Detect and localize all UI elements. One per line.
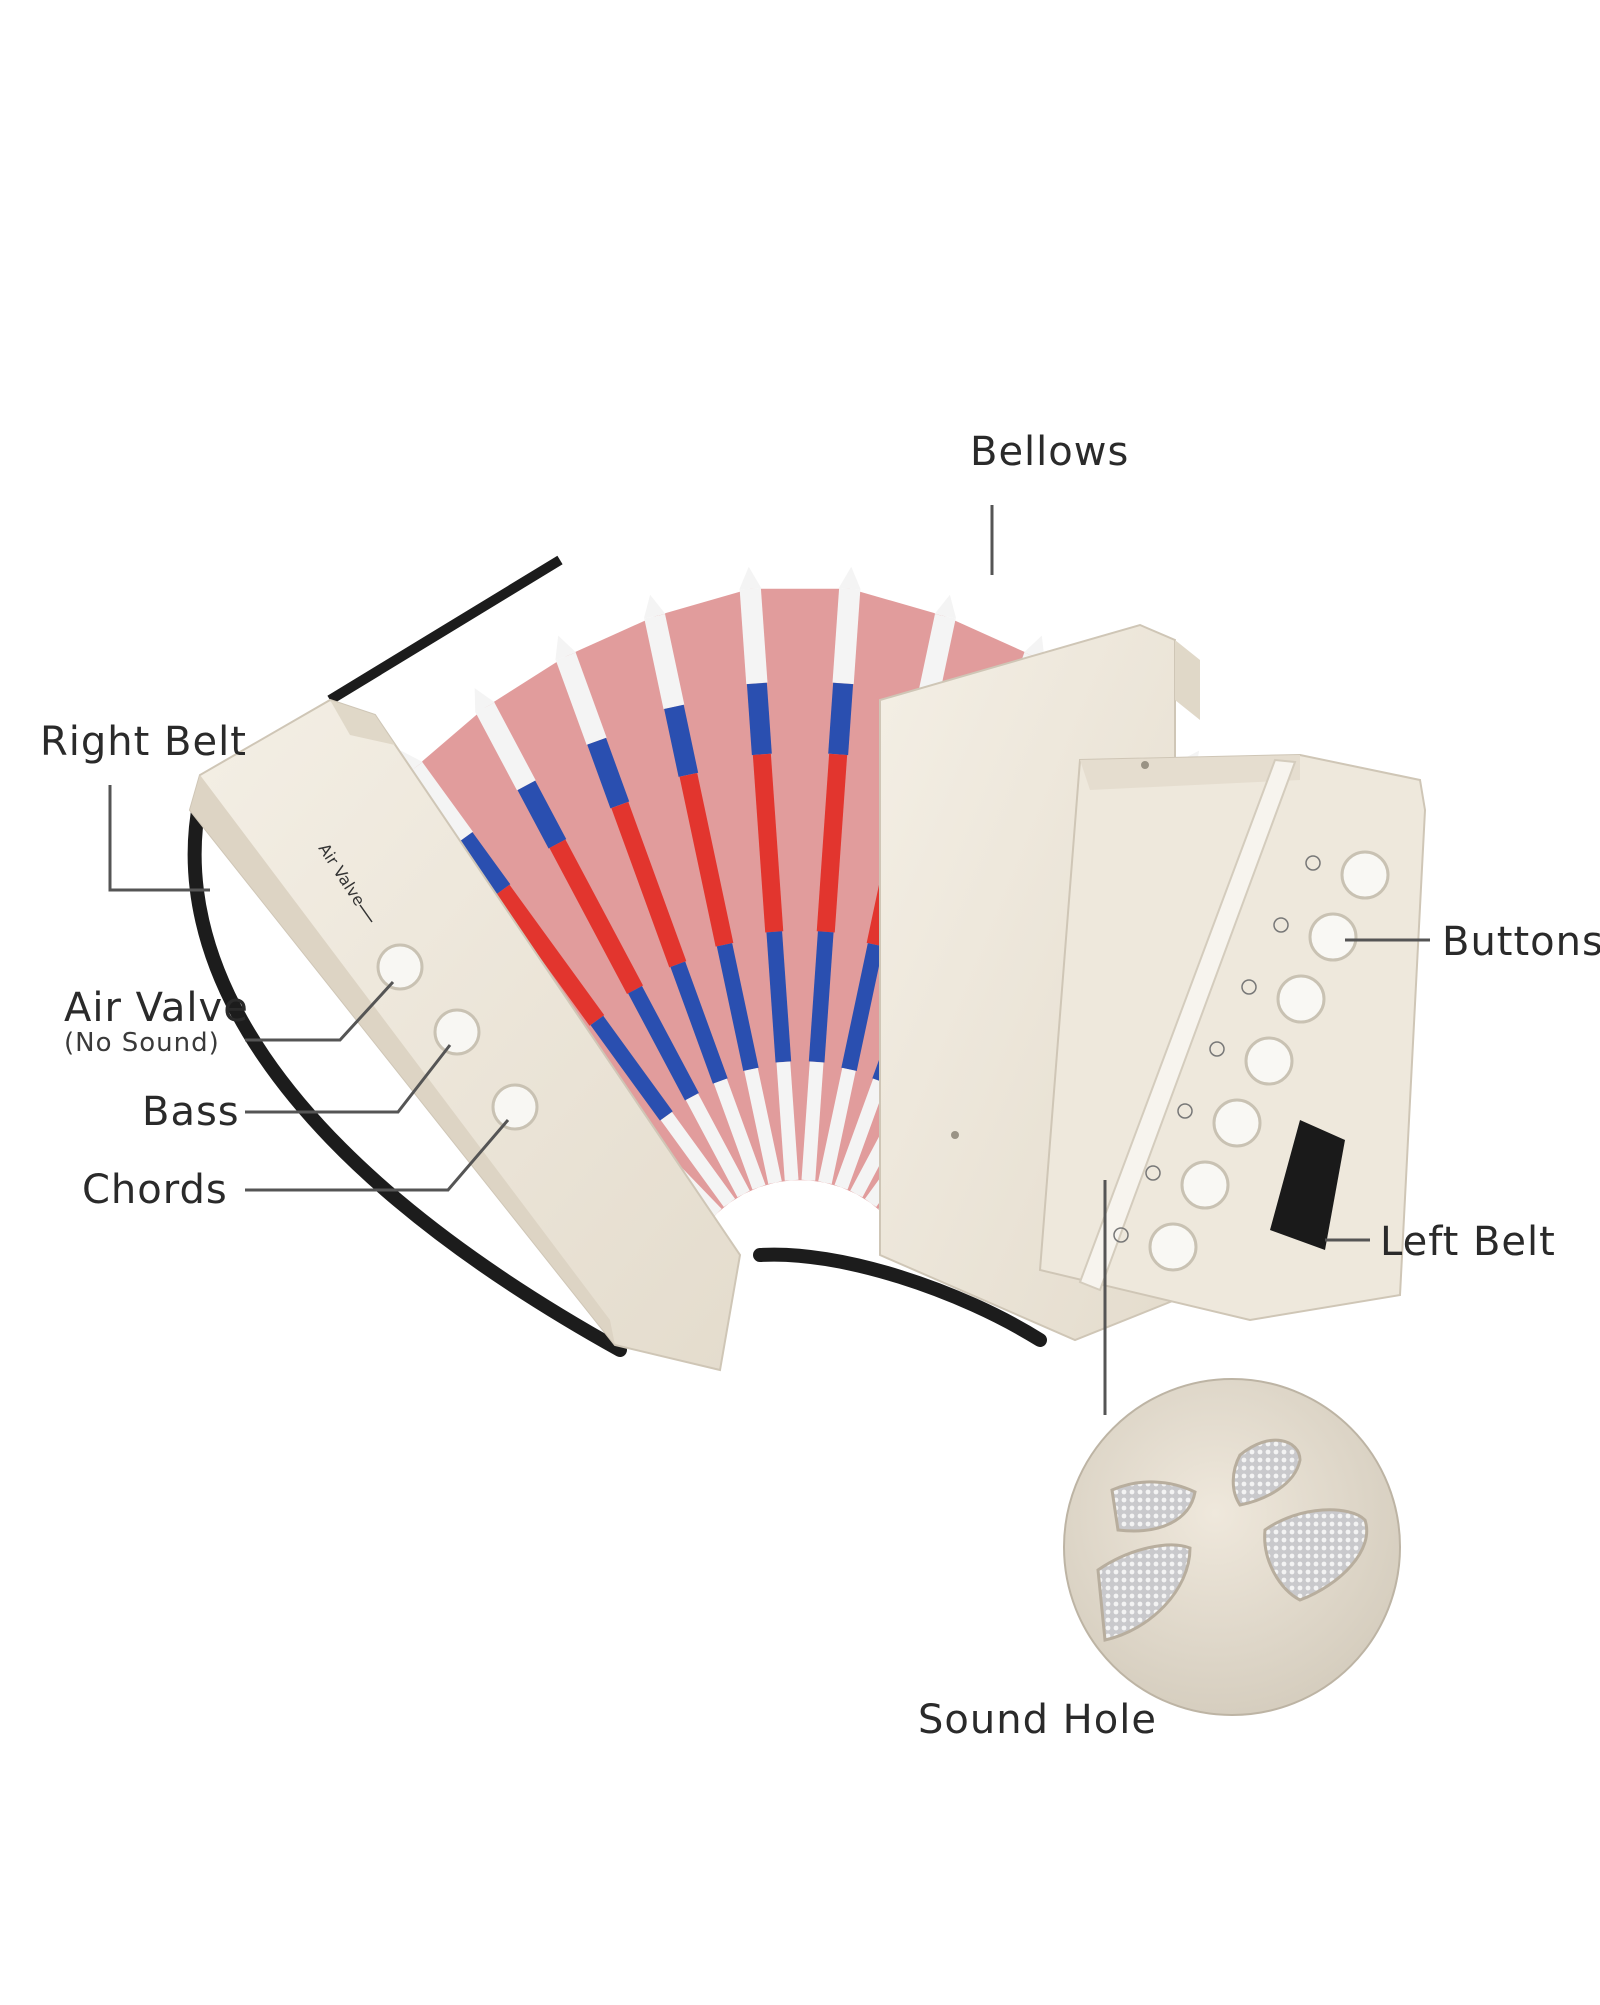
bellows-rib-segment — [739, 587, 768, 685]
treble-button — [1340, 850, 1390, 900]
bellows-rib-segment — [713, 1078, 766, 1190]
treble-button — [1308, 912, 1358, 962]
button-symbol — [1273, 917, 1289, 933]
bellows-rib-segment — [628, 986, 699, 1101]
label-chords: Chords — [82, 1167, 228, 1213]
bellows-tip — [739, 566, 762, 590]
bellows-rib-segment — [587, 737, 630, 809]
button-symbol — [1177, 1103, 1193, 1119]
bellows-tip — [934, 594, 957, 619]
bellows-rib-segment — [611, 801, 687, 968]
bellows-tip — [555, 635, 577, 661]
bellows-tip — [474, 688, 495, 713]
bellows-rib-segment — [841, 943, 884, 1071]
bellows-rib-segment — [832, 587, 861, 685]
bellows-panel — [565, 616, 776, 1188]
right-belt-leader — [108, 785, 210, 892]
label-sound-hole: Sound Hole — [918, 1697, 1157, 1743]
button-symbol — [1305, 855, 1321, 871]
air-valve-leader — [245, 980, 395, 1042]
bellows-rib-segment — [475, 702, 536, 791]
bellows-rib-segment — [664, 704, 699, 777]
button-symbol — [1145, 1165, 1161, 1181]
bellows-rib-segment — [818, 1067, 856, 1185]
bellows-rib-segment — [816, 753, 848, 933]
treble-button — [1148, 1222, 1198, 1272]
bellows-rib-segment — [685, 1093, 750, 1198]
bellows-rib-segment — [828, 682, 854, 756]
treble-button — [1276, 974, 1326, 1024]
bellows-rib-segment — [716, 943, 759, 1071]
bellows-rib-segment — [405, 762, 473, 845]
bellows-rib-segment — [555, 652, 607, 745]
bellows-tip — [643, 594, 666, 619]
chords-button — [491, 1083, 539, 1131]
bellows-panel — [750, 588, 850, 1181]
bellows-rib-segment — [670, 961, 728, 1084]
bellows-rib-segment — [746, 682, 772, 756]
bellows-rib-segment — [517, 780, 567, 849]
button-symbol — [1113, 1227, 1129, 1243]
bellows-rib-segment — [456, 832, 511, 897]
bellows-rib-segment — [549, 839, 644, 994]
label-air-valve: Air Valve — [64, 985, 249, 1031]
button-symbol — [1209, 1041, 1225, 1057]
bellows-rib-segment — [644, 614, 685, 710]
bass-button — [433, 1008, 481, 1056]
bottom-strap — [753, 1247, 1047, 1347]
bellows-rib-segment — [679, 772, 734, 947]
bellows-tip — [838, 566, 861, 590]
sound-hole-detail — [1063, 1378, 1401, 1716]
bellows-rib-segment — [752, 753, 784, 933]
top-strap — [327, 555, 563, 705]
bellows-panel — [484, 656, 759, 1195]
bellows-rib-segment — [590, 1015, 673, 1121]
bellows-panel — [413, 707, 744, 1203]
right-belt-strap — [187, 793, 627, 1357]
bellows-rib-segment — [808, 931, 834, 1063]
air-valve-button — [376, 943, 424, 991]
treble-button — [1244, 1036, 1294, 1086]
bellows-rib-segment — [744, 1067, 782, 1185]
label-air-valve-note: (No Sound) — [64, 1028, 220, 1058]
bellows-rib-segment — [915, 614, 956, 710]
bellows-rib-segment — [766, 931, 792, 1063]
label-bass: Bass — [142, 1089, 240, 1135]
bellows-rib-segment — [801, 1061, 824, 1181]
treble-button — [1212, 1098, 1262, 1148]
treble-buttons — [1113, 850, 1390, 1272]
label-bellows: Bellows — [970, 429, 1130, 475]
bellows-rib-segment — [834, 1078, 887, 1190]
bellows-rib-segment — [660, 1111, 736, 1208]
bellows-rib-segment — [494, 884, 605, 1026]
bass-leader — [245, 1044, 452, 1114]
button-symbol — [1241, 979, 1257, 995]
leader-lines — [108, 505, 1430, 1415]
label-right-belt: Right Belt — [40, 719, 247, 765]
label-left-belt: Left Belt — [1380, 1219, 1556, 1265]
bellows-rib-segment — [776, 1061, 799, 1181]
label-buttons: Buttons — [1442, 919, 1600, 965]
bass-buttons — [376, 943, 539, 1131]
chords-leader — [245, 1119, 510, 1192]
treble-button — [1180, 1160, 1230, 1210]
treble-body — [879, 623, 1427, 1342]
